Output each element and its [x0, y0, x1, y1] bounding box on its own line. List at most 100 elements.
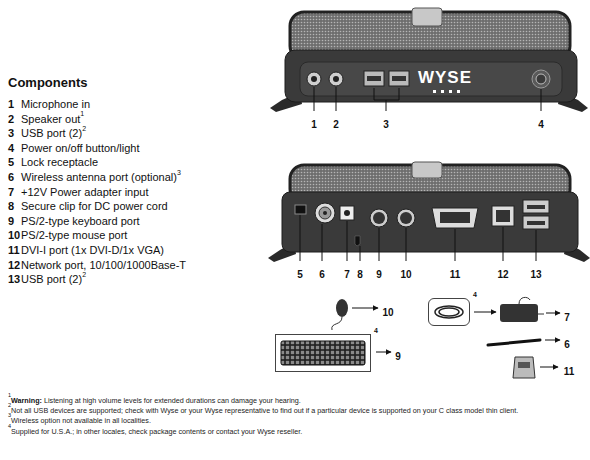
label-text: PS/2-type keyboard port [21, 215, 140, 227]
component-item: 8Secure clip for DC power cord [8, 196, 168, 214]
back-view [492, 206, 514, 226]
cable-icon [435, 306, 463, 318]
component-item: 4Power on/off button/light [8, 138, 139, 156]
item-number: 8 [8, 200, 21, 212]
front-view [367, 76, 381, 81]
item-number: 13 [8, 273, 21, 285]
back-view [440, 212, 470, 223]
component-item: 10PS/2-type mouse port [8, 225, 127, 243]
footnote-mark: 4 [8, 423, 11, 429]
back-view [319, 207, 331, 219]
callout-number: 6 [564, 334, 570, 352]
leader-line [374, 88, 399, 100]
footnote-mark: 1 [80, 110, 84, 117]
front-view [300, 62, 562, 96]
footnote-mark: 1 [8, 392, 11, 398]
callout-number: 2 [333, 114, 339, 132]
leader-line [406, 228, 407, 261]
back-view [527, 221, 545, 225]
callout-number: 9 [376, 269, 382, 280]
front-view [412, 8, 442, 26]
footnote-mark: 3 [177, 169, 181, 176]
label-text: Listening at high volume levels for exte… [44, 396, 301, 405]
footnote-mark: 2 [82, 125, 86, 132]
dvi-adapter-icon [518, 362, 530, 368]
cable-icon [439, 308, 459, 316]
front-view [311, 76, 317, 82]
callout-number: 7 [564, 307, 570, 325]
component-item: 2Speaker out1 [8, 109, 84, 127]
callout-number: 9 [395, 351, 401, 362]
item-number: 9 [8, 215, 21, 227]
label-text: DVI-I port (1x DVI-D/1x VGA) [21, 244, 164, 256]
back-view [400, 212, 412, 224]
front-view [389, 71, 409, 86]
back-view [412, 162, 442, 178]
callout-number: 8 [357, 264, 363, 282]
front-view [532, 70, 550, 88]
antenna-icon [488, 340, 540, 345]
keyboard-icon [281, 341, 365, 365]
label-text: +12V Power adapter input [21, 186, 149, 198]
callout-number: 9 [395, 346, 401, 364]
front-view [449, 90, 452, 93]
leader-line [322, 224, 323, 261]
front-view [307, 72, 321, 86]
leader-line [541, 89, 542, 111]
footnote-mark: 2 [82, 271, 86, 278]
back-view [315, 203, 335, 223]
brand-logo: WYSE [418, 68, 472, 88]
back-view [370, 209, 388, 227]
callout-number: 12 [497, 269, 508, 280]
label-text: USB port (2) [21, 273, 82, 285]
callout-number: 7 [344, 264, 350, 282]
callout-number: 6 [319, 269, 325, 280]
leader-line [336, 87, 337, 111]
pointer-arrow [540, 367, 558, 368]
callout-number: 7 [564, 312, 570, 323]
pointer-arrow [352, 308, 378, 309]
mouse-icon [332, 317, 342, 330]
item-number: 4 [8, 142, 21, 154]
front-view [433, 90, 436, 93]
leader-line [360, 246, 361, 261]
component-item: 3USB port (2)2 [8, 123, 86, 141]
pointer-arrow [376, 352, 391, 353]
footnote: 1Warning:Listening at high volume levels… [8, 389, 301, 407]
label-text: Supplied for U.S.A.; in other locales, c… [11, 427, 302, 436]
back-view [523, 216, 549, 229]
front-view [392, 76, 406, 81]
back-view [282, 192, 578, 252]
callout-number: 4 [538, 119, 544, 130]
label-text: Wireless option not available in all loc… [11, 416, 151, 425]
front-view [333, 76, 339, 82]
callout-number: 13 [530, 269, 541, 280]
pointer-arrow [546, 313, 560, 314]
component-item: 9PS/2-type keyboard port [8, 211, 140, 229]
back-view [323, 211, 327, 215]
back-view [344, 210, 350, 216]
callout-number: 1 [311, 119, 317, 130]
label-text: Wireless antenna port (optional) [21, 171, 177, 183]
item-number: 10 [8, 229, 21, 241]
callout-number: 5 [297, 264, 303, 282]
list-title: Components [8, 75, 87, 90]
front-view [329, 72, 343, 86]
callout-number: 3 [383, 119, 389, 130]
callout-number: 9 [376, 264, 382, 282]
leader-line [536, 230, 537, 261]
back-view [523, 200, 549, 213]
leader-line [503, 227, 504, 261]
dvi-adapter-icon [513, 357, 535, 378]
callout-number: 8 [357, 269, 363, 280]
item-number: 7 [8, 186, 21, 198]
footnote-mark: 4 [374, 327, 378, 334]
component-item: 5Lock receptacle [8, 152, 98, 170]
footnote: 3Wireless option not available in all lo… [8, 409, 151, 427]
label-text: Microphone in [21, 98, 90, 110]
item-number: 11 [8, 244, 21, 256]
leader-line [379, 228, 380, 261]
leader-line [314, 87, 541, 111]
callout-number: 2 [333, 119, 339, 130]
